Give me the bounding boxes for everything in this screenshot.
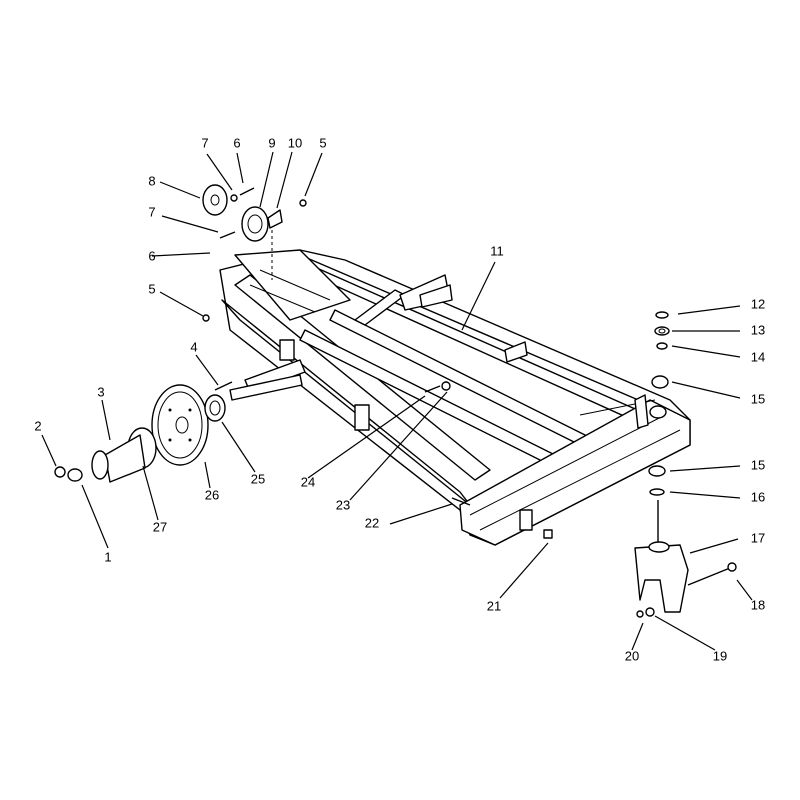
pulley-right: [241, 206, 269, 242]
callout-23: 23: [336, 497, 350, 512]
callout-26: 26: [205, 487, 219, 502]
callout-labels: 1 2 3 4 5 5 6 6 7 7 8 9 10 11 12 13 14 1…: [34, 135, 765, 663]
small-hardware: [424, 381, 471, 506]
hub-assembly: [54, 374, 303, 483]
pulley-left: [202, 184, 228, 216]
callout-9: 9: [268, 135, 275, 150]
callout-25: 25: [251, 471, 265, 486]
callout-17: 17: [751, 530, 765, 545]
callout-6-upper: 6: [233, 135, 240, 150]
callout-5-upper: 5: [319, 135, 326, 150]
callout-15-upper: 15: [751, 391, 765, 406]
main-frame: [219, 249, 691, 546]
leader-lines: [41, 151, 753, 651]
callout-24: 24: [301, 474, 315, 489]
callout-5-lower: 5: [148, 281, 155, 296]
callout-16: 16: [751, 489, 765, 504]
callout-13: 13: [751, 322, 765, 337]
callout-21: 21: [487, 598, 501, 613]
callout-14: 14: [751, 349, 765, 364]
callout-7-lower: 7: [148, 204, 155, 219]
callout-1: 1: [104, 549, 111, 564]
sprocket: [151, 384, 209, 466]
callout-6-lower: 6: [148, 248, 155, 263]
callout-22: 22: [365, 515, 379, 530]
callout-20: 20: [625, 648, 639, 663]
callout-15-lower: 15: [751, 457, 765, 472]
callout-8: 8: [148, 173, 155, 188]
pulley-assembly: [202, 184, 307, 322]
callout-11: 11: [490, 243, 504, 258]
callout-12: 12: [751, 296, 765, 311]
callout-3: 3: [97, 384, 104, 399]
callout-4: 4: [190, 339, 197, 354]
callout-2: 2: [34, 418, 41, 433]
callout-27: 27: [153, 519, 167, 534]
callout-19: 19: [713, 648, 727, 663]
callout-10: 10: [288, 135, 302, 150]
callout-7-upper: 7: [201, 135, 208, 150]
callout-18: 18: [751, 597, 765, 612]
caster-assembly: [543, 311, 737, 618]
